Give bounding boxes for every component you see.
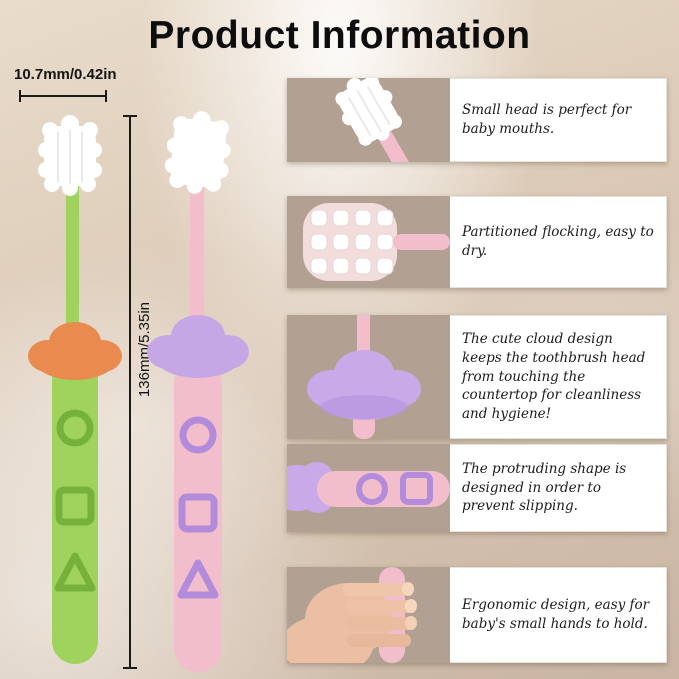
hand-holding-photo <box>287 567 450 663</box>
protruding-shape-photo <box>287 444 450 532</box>
feature-text-ergonomic: Ergonomic design, easy for baby's small … <box>450 567 667 663</box>
feature-card-protruding: The protruding shape is designed in orde… <box>287 444 667 532</box>
green-toothbrush <box>28 115 122 664</box>
cloud-photo <box>287 315 450 439</box>
feature-text-protruding: The protruding shape is designed in orde… <box>450 444 667 532</box>
pink-handle-shapes <box>177 416 219 599</box>
page-title: Product Information <box>148 14 531 57</box>
purple-cloud <box>147 315 249 378</box>
measurement-lines <box>19 90 137 669</box>
feature-text-cloud: The cute cloud design keeps the toothbru… <box>450 315 667 439</box>
head-width-label: 10.7mm/0.42in <box>14 66 117 83</box>
feature-card-ergonomic: Ergonomic design, easy for baby's small … <box>287 567 667 663</box>
toothbrushes-illustration <box>19 90 249 672</box>
feature-card-flocking: Partitioned flocking, easy to dry. <box>287 196 667 288</box>
small-head-photo <box>287 78 450 162</box>
feature-text-small-head: Small head is perfect for baby mouths. <box>450 78 667 162</box>
green-handle-shapes <box>54 409 96 592</box>
feature-card-cloud: The cute cloud design keeps the toothbru… <box>287 315 667 439</box>
pink-toothbrush <box>147 111 249 672</box>
feature-card-small-head: Small head is perfect for baby mouths. <box>287 78 667 162</box>
pink-brush-bristles <box>164 111 231 194</box>
orange-cloud <box>28 322 122 380</box>
feature-text-flocking: Partitioned flocking, easy to dry. <box>450 196 667 288</box>
flocking-photo <box>287 196 450 288</box>
